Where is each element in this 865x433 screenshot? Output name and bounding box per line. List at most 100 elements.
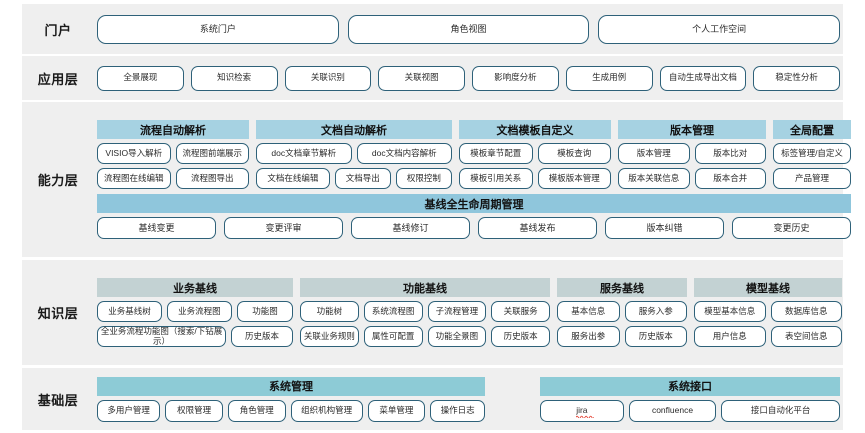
base-0-4[interactable]: 菜单管理 — [367, 399, 426, 422]
knowledge-group-2-row-1: 服务出参 历史版本 — [557, 326, 687, 347]
cap-0-1-0[interactable]: 流程图在线编辑 — [97, 168, 171, 189]
capability-group-0: 流程自动解析 VISIO导入解析 流程图前端展示 流程图在线编辑 流程图导出 — [97, 120, 249, 189]
kn-3-0-1[interactable]: 数据库信息 — [770, 301, 842, 322]
capability-group-1: 文档自动解析 doc文档章节解析 doc文档内容解析 文档在线编辑 文档导出 权… — [256, 120, 453, 189]
lifecycle-item-5[interactable]: 变更历史 — [732, 217, 851, 239]
base-1-1-confluence[interactable]: confluence — [628, 399, 717, 422]
capability-groups: 流程自动解析 VISIO导入解析 流程图前端展示 流程图在线编辑 流程图导出 — [97, 120, 851, 189]
kn-3-0-0[interactable]: 模型基本信息 — [694, 301, 766, 322]
lifecycle-item-3[interactable]: 基线发布 — [478, 217, 597, 239]
foundation-block-system-interface: 系统接口 jira confluence 接口自动化平台 — [540, 376, 840, 422]
cap-0-0-0[interactable]: VISIO导入解析 — [97, 143, 171, 164]
cap-3-1-1[interactable]: 版本合并 — [694, 168, 766, 189]
capability-group-2: 文档模板自定义 模板章节配置 模板查询 模板引用关系 模板版本管理 — [459, 120, 611, 189]
knowledge-group-1-row-0: 功能树 系统流程图 子流程管理 关联服务 — [300, 301, 550, 322]
portal-body: 系统门户 角色视图 个人工作空间 — [94, 14, 843, 44]
capability-group-2-title: 文档模板自定义 — [459, 120, 611, 139]
kn-1-0-0[interactable]: 功能树 — [300, 301, 359, 322]
layer-capability: 能力层 流程自动解析 VISIO导入解析 流程图前端展示 流程图在线编辑 流程图… — [22, 102, 851, 257]
app-item-2[interactable]: 关联识别 — [284, 65, 372, 91]
app-item-5[interactable]: 生成用例 — [565, 65, 653, 91]
cap-1-0-1[interactable]: doc文档内容解析 — [356, 143, 452, 164]
layer-application: 应用层 全景展现 知识检索 关联识别 关联视图 影响度分析 生成用例 自动生成导… — [22, 56, 843, 100]
knowledge-group-3-row-1: 用户信息 表空间信息 — [694, 326, 842, 347]
kn-1-0-2[interactable]: 子流程管理 — [427, 301, 487, 322]
kn-3-1-0[interactable]: 用户信息 — [694, 326, 766, 347]
foundation-block-1-title: 系统接口 — [540, 376, 840, 396]
cap-2-1-0[interactable]: 模板引用关系 — [459, 168, 533, 189]
knowledge-group-0-row-0: 业务基线树 业务流程图 功能图 — [97, 301, 294, 322]
layer-label-application: 应用层 — [37, 71, 79, 87]
kn-2-0-1[interactable]: 服务入参 — [624, 301, 687, 322]
cap-3-1-0[interactable]: 版本关联信息 — [618, 168, 690, 189]
kn-1-0-3[interactable]: 关联服务 — [491, 301, 550, 322]
cap-1-1-2[interactable]: 权限控制 — [395, 168, 453, 189]
portal-item-0[interactable]: 系统门户 — [97, 14, 339, 44]
kn-0-0-0[interactable]: 业务基线树 — [97, 301, 162, 322]
portal-item-1[interactable]: 角色视图 — [347, 14, 590, 44]
portal-item-2[interactable]: 个人工作空间 — [598, 14, 841, 44]
knowledge-group-0-title: 业务基线 — [97, 278, 293, 297]
knowledge-group-2-row-0: 基本信息 服务入参 — [557, 301, 687, 322]
cap-4-1-0[interactable]: 产品管理 — [773, 168, 851, 189]
kn-0-0-2[interactable]: 功能图 — [236, 301, 294, 322]
lifecycle-item-1[interactable]: 变更评审 — [224, 217, 343, 239]
lifecycle-item-2[interactable]: 基线修订 — [351, 217, 470, 239]
knowledge-group-0-rows: 业务基线树 业务流程图 功能图 全业务流程功能图（搜索/下钻展示） 历史版本 — [97, 301, 294, 347]
cap-2-0-1[interactable]: 模板查询 — [537, 143, 611, 164]
base-0-3[interactable]: 组织机构管理 — [290, 399, 363, 422]
base-0-0[interactable]: 多用户管理 — [97, 399, 161, 422]
kn-1-1-3[interactable]: 历史版本 — [491, 326, 550, 347]
cap-2-1-1[interactable]: 模板版本管理 — [537, 168, 611, 189]
kn-1-1-0[interactable]: 关联业务规则 — [300, 326, 359, 347]
cap-1-1-0[interactable]: 文档在线编辑 — [256, 168, 330, 189]
kn-2-0-0[interactable]: 基本信息 — [557, 301, 620, 322]
knowledge-group-2-rows: 基本信息 服务入参 服务出参 历史版本 — [557, 301, 687, 347]
app-item-3[interactable]: 关联视图 — [378, 65, 465, 91]
foundation-block-1-row: jira confluence 接口自动化平台 — [540, 399, 840, 422]
kn-0-1-0[interactable]: 全业务流程功能图（搜索/下钻展示） — [97, 326, 227, 347]
cap-3-0-0[interactable]: 版本管理 — [618, 143, 690, 164]
capability-body: 流程自动解析 VISIO导入解析 流程图前端展示 流程图在线编辑 流程图导出 — [94, 115, 854, 244]
base-1-2[interactable]: 接口自动化平台 — [721, 399, 840, 422]
app-item-0[interactable]: 全景展现 — [97, 65, 184, 91]
knowledge-group-2: 服务基线 基本信息 服务入参 服务出参 历史版本 — [557, 278, 687, 347]
app-item-7[interactable]: 稳定性分析 — [753, 65, 840, 91]
base-0-1[interactable]: 权限管理 — [165, 399, 223, 422]
kn-0-1-1[interactable]: 历史版本 — [231, 326, 293, 347]
knowledge-groups: 业务基线 业务基线树 业务流程图 功能图 全业务流程功能图（搜索/下钻展示） 历… — [97, 278, 842, 347]
app-item-1[interactable]: 知识检索 — [190, 65, 278, 91]
kn-3-1-1[interactable]: 表空间信息 — [770, 326, 842, 347]
cap-2-0-0[interactable]: 模板章节配置 — [459, 143, 533, 164]
base-0-5[interactable]: 操作日志 — [430, 399, 485, 422]
app-item-6[interactable]: 自动生成导出文档 — [659, 65, 747, 91]
knowledge-group-2-title: 服务基线 — [557, 278, 687, 297]
capability-group-2-rows: 模板章节配置 模板查询 模板引用关系 模板版本管理 — [459, 143, 611, 189]
application-item-row: 全景展现 知识检索 关联识别 关联视图 影响度分析 生成用例 自动生成导出文档 … — [94, 65, 843, 91]
jira-text: jira — [576, 404, 588, 415]
kn-0-0-1[interactable]: 业务流程图 — [166, 301, 232, 322]
capability-group-4-rows: 标签管理/自定义 产品管理 — [773, 143, 851, 189]
capability-group-3-row-0: 版本管理 版本比对 — [618, 143, 766, 164]
layer-foundation: 基础层 系统管理 多用户管理 权限管理 角色管理 组织机构管理 菜单管理 操作日… — [22, 368, 843, 430]
cap-3-0-1[interactable]: 版本比对 — [694, 143, 766, 164]
cap-1-1-1[interactable]: 文档导出 — [334, 168, 391, 189]
cap-0-0-1[interactable]: 流程图前端展示 — [175, 143, 249, 164]
kn-1-1-2[interactable]: 功能全景图 — [427, 326, 487, 347]
capability-group-3: 版本管理 版本管理 版本比对 版本关联信息 版本合并 — [618, 120, 766, 189]
lifecycle-item-4[interactable]: 版本纠错 — [605, 217, 724, 239]
capability-group-0-rows: VISIO导入解析 流程图前端展示 流程图在线编辑 流程图导出 — [97, 143, 249, 189]
base-0-2[interactable]: 角色管理 — [228, 399, 286, 422]
lifecycle-item-0[interactable]: 基线变更 — [97, 217, 216, 239]
kn-2-1-1[interactable]: 历史版本 — [624, 326, 687, 347]
capability-group-1-rows: doc文档章节解析 doc文档内容解析 文档在线编辑 文档导出 权限控制 — [256, 143, 453, 189]
kn-2-1-0[interactable]: 服务出参 — [557, 326, 620, 347]
kn-1-0-1[interactable]: 系统流程图 — [363, 301, 423, 322]
cap-0-1-1[interactable]: 流程图导出 — [175, 168, 249, 189]
cap-4-0-0[interactable]: 标签管理/自定义 — [773, 143, 851, 164]
cap-1-0-0[interactable]: doc文档章节解析 — [256, 143, 352, 164]
app-item-4[interactable]: 影响度分析 — [472, 65, 559, 91]
knowledge-group-3-rows: 模型基本信息 数据库信息 用户信息 表空间信息 — [694, 301, 842, 347]
kn-1-1-1[interactable]: 属性可配置 — [363, 326, 423, 347]
base-1-0-jira[interactable]: jira — [540, 399, 624, 422]
